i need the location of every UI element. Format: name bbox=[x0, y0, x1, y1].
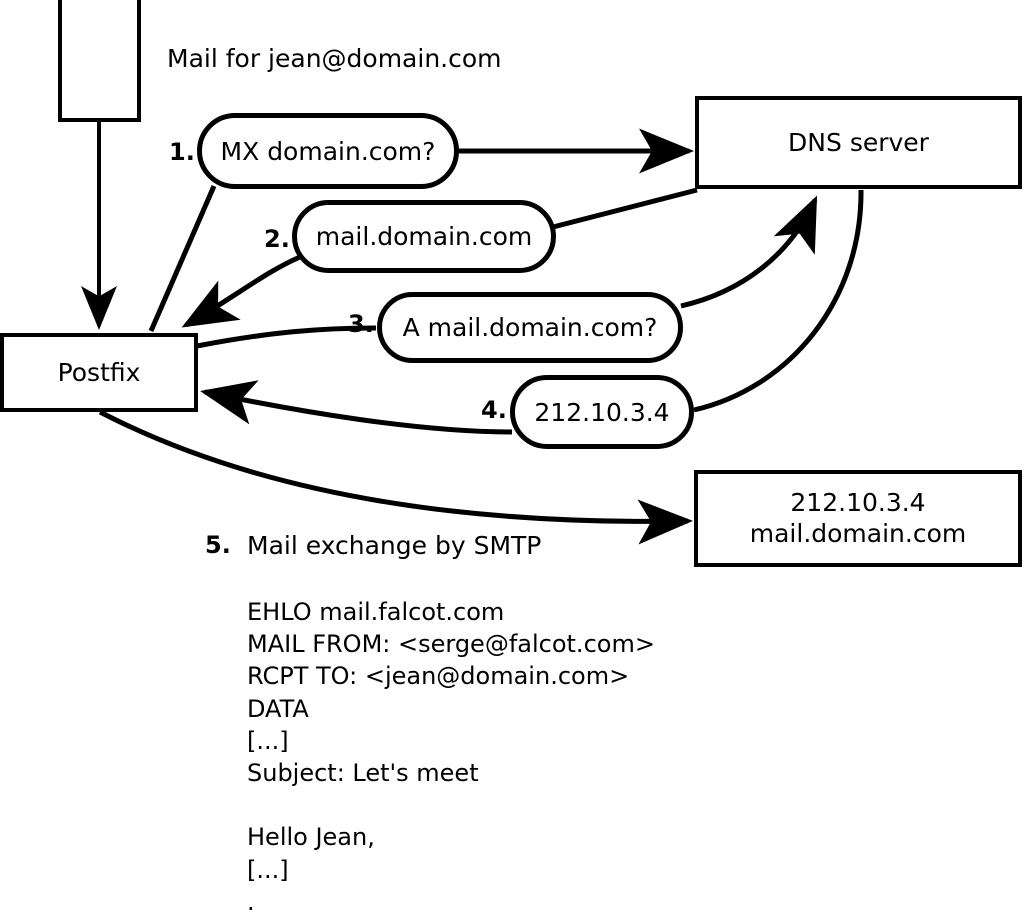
mail-server-ip: 212.10.3.4 bbox=[790, 488, 926, 517]
smtp-transcript-line bbox=[247, 789, 655, 821]
step-4-bubble: 212.10.3.4 bbox=[510, 375, 694, 449]
step-1-number: 1. bbox=[169, 138, 195, 166]
step-3-bubble-label: A mail.domain.com? bbox=[402, 313, 658, 342]
edge-step4-to-postfix bbox=[200, 380, 513, 435]
step-4-bubble-label: 212.10.3.4 bbox=[534, 397, 670, 427]
edge-dns-to-step2 bbox=[552, 187, 698, 230]
smtp-transcript-line: RCPT TO: <jean@domain.com> bbox=[247, 662, 630, 691]
step-3-number: 3. bbox=[348, 310, 374, 338]
mail-server-node: 212.10.3.4 mail.domain.com bbox=[694, 470, 1022, 567]
step-4-number: 4. bbox=[481, 396, 507, 424]
step-1-bubble-label: MX domain.com? bbox=[220, 136, 436, 166]
step-5-label: Mail exchange by SMTP bbox=[247, 531, 542, 560]
step-2-number: 2. bbox=[264, 225, 290, 253]
client-box bbox=[58, 0, 141, 122]
edge-postfix-to-step1 bbox=[148, 185, 217, 332]
dns-server-label: DNS server bbox=[788, 128, 929, 157]
smtp-transcript-line: MAIL FROM: <serge@falcot.com> bbox=[247, 630, 655, 659]
step-2-bubble: mail.domain.com bbox=[292, 200, 556, 273]
smtp-transcript-line: [...] bbox=[247, 726, 289, 755]
edge-postfix-to-mailserver bbox=[98, 409, 693, 545]
edge-step3-to-dns bbox=[680, 195, 818, 309]
smtp-transcript-line: [...] bbox=[247, 855, 289, 884]
postfix-node: Postfix bbox=[0, 333, 198, 412]
step-2-bubble-label: mail.domain.com bbox=[315, 222, 533, 251]
smtp-transcript-line: Subject: Let's meet bbox=[247, 758, 479, 787]
step-5-number: 5. bbox=[205, 531, 231, 559]
smtp-transcript-line: DATA bbox=[247, 694, 309, 723]
smtp-transcript-line: . bbox=[247, 887, 255, 916]
mail-server-hostname: mail.domain.com bbox=[749, 518, 967, 548]
edge-postfix-to-step3 bbox=[196, 325, 377, 349]
edge-step2-to-postfix bbox=[181, 254, 301, 328]
step-3-bubble: A mail.domain.com? bbox=[377, 292, 683, 363]
dns-server-node: DNS server bbox=[695, 96, 1022, 189]
postfix-label: Postfix bbox=[57, 358, 141, 387]
smtp-transcript-line: Hello Jean, bbox=[247, 823, 375, 852]
step-1-bubble: MX domain.com? bbox=[197, 113, 459, 189]
edge-dns-to-step4 bbox=[693, 189, 864, 413]
mail-for-caption: Mail for jean@domain.com bbox=[167, 44, 502, 73]
smtp-transcript-line: EHLO mail.falcot.com bbox=[247, 598, 505, 626]
